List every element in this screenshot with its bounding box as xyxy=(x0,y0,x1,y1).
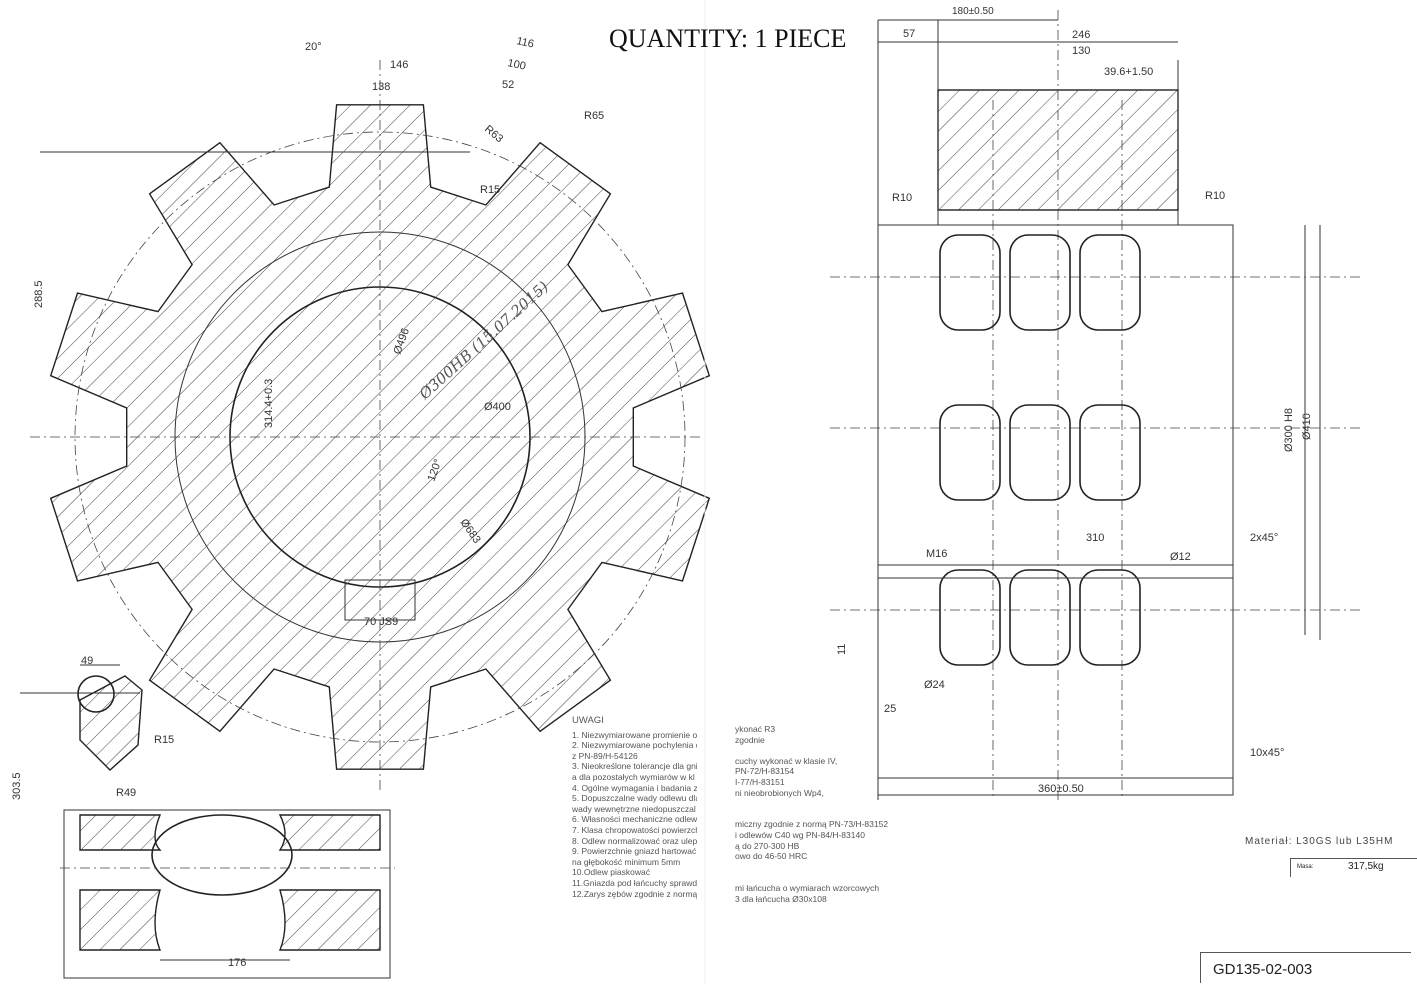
dim-label: 310 xyxy=(1086,532,1104,544)
note-line: 11.Gniazda pod łańcuchy sprawdza xyxy=(572,877,697,888)
note-line: na głębokość minimum 5mm xyxy=(572,856,681,867)
note-line: 7. Klasa chropowatości powierzchn xyxy=(572,824,697,835)
drawing-number: GD135-02-003 xyxy=(1213,961,1313,978)
note-line: 5. Dopuszczalne wady odlewu dla p xyxy=(572,793,697,804)
dim-label: R10 xyxy=(892,192,912,204)
notes-heading: UWAGI xyxy=(572,716,604,726)
note-line: 8. Odlew normalizować oraz ulepsz xyxy=(572,835,697,846)
note-line: ykonać R3 xyxy=(735,724,776,734)
dim-label: 70 JS9 xyxy=(364,616,398,628)
drawing-number-cell: GD135-02-003 xyxy=(1200,952,1411,983)
chain-pocket xyxy=(939,234,1001,331)
quantity-heading: QUANTITY: 1 PIECE xyxy=(609,24,847,53)
dim-label: 360±0.50 xyxy=(1038,783,1084,795)
mass-cell: Masa: 317,5kg xyxy=(1290,858,1417,877)
note-line: zgodnie xyxy=(735,734,765,745)
note-line: 12.Zarys zębów zgodnie z normą P xyxy=(572,888,697,899)
note-line xyxy=(735,862,888,873)
dim-label: 10x45° xyxy=(1250,747,1284,759)
side-view-dimensions: 180±0.50 57 246 130 39.6+1.50 R10 R10 Ø3… xyxy=(836,6,1313,795)
dim-label: 314.4+0.3 xyxy=(263,379,275,428)
note-line: 2. Niezwymiarowane pochylenia co xyxy=(572,740,697,751)
note-line: z PN-89/H-54126 xyxy=(572,750,638,761)
dim-label: 146 xyxy=(390,59,408,71)
sprocket-side-view xyxy=(830,10,1360,800)
dim-label: M16 xyxy=(926,548,947,560)
dim-label: 288.5 xyxy=(33,280,45,308)
note-line: ą do 270-300 HB xyxy=(735,840,800,851)
dim-label: 52 xyxy=(502,79,514,91)
note-line: 10.Odlew piaskować xyxy=(572,867,650,878)
dim-label: 2x45° xyxy=(1250,532,1278,544)
dim-label: R49 xyxy=(116,787,136,799)
dim-label: R15 xyxy=(154,734,174,746)
note-line: cuchy wykonać w klasie IV, xyxy=(735,755,838,766)
chain-pocket xyxy=(1079,234,1141,331)
dim-label: 11 xyxy=(836,644,848,655)
dim-label: R10 xyxy=(1205,190,1225,202)
note-line xyxy=(735,872,888,883)
dim-label: 130 xyxy=(1072,45,1090,57)
chain-pocket xyxy=(939,404,1001,501)
material-label: Materiał: L30GS lub L35HM xyxy=(1245,836,1394,847)
note-line: 1. Niezwymiarowane promienie od xyxy=(572,729,697,740)
dim-label: Ø410 xyxy=(1301,413,1313,440)
dim-label: R15 xyxy=(480,184,500,196)
dim-label: 116 xyxy=(515,35,535,50)
chain-pocket xyxy=(1079,404,1141,501)
dim-label: 180±0.50 xyxy=(952,6,994,17)
chain-pocket xyxy=(1009,234,1071,331)
dim-label: 138 xyxy=(372,81,390,93)
note-line: miczny zgodnie z normą PN-73/H-83152 xyxy=(735,819,889,830)
chain-pocket xyxy=(1009,569,1071,666)
dim-label: R63 xyxy=(482,123,505,145)
note-line: owo do 46-50 HRC xyxy=(735,851,808,862)
sprocket-front-view xyxy=(30,60,711,790)
note-line: 9. Powierzchnie gniazd hartować p xyxy=(572,846,697,857)
note-line: mi łańcucha o wymiarach wzorcowych xyxy=(735,882,880,893)
chain-pocket xyxy=(1009,404,1071,501)
sprocket-section-view xyxy=(60,809,395,979)
dim-label: 100 xyxy=(506,57,526,73)
dim-label: 39.6+1.50 xyxy=(1104,66,1153,78)
dim-label: 246 xyxy=(1072,29,1090,41)
note-line: 6. Własności mechaniczne odlewu xyxy=(572,814,697,825)
dim-label: 176 xyxy=(228,957,246,969)
note-line: PN-72/H-83154 xyxy=(735,766,795,777)
dim-label: 25 xyxy=(884,703,896,715)
note-line: a dla pozostałych wymiarów w kl xyxy=(572,771,695,782)
mass-value: 317,5kg xyxy=(1348,861,1384,872)
note-line: 3. Nieokreślone tolerancje dla gnia xyxy=(572,761,697,772)
dim-label: 49 xyxy=(81,655,93,667)
note-line xyxy=(735,798,888,809)
note-line: 3 dla łańcucha Ø30x108 xyxy=(735,893,827,904)
dim-label: 303.5 xyxy=(11,772,23,800)
note-line xyxy=(735,745,888,756)
note-line: 4. Ogólne wymagania i badania zgo xyxy=(572,782,697,793)
note-line: i odlewów C40 wg PN-84/H-83140 xyxy=(735,829,865,840)
note-line xyxy=(735,809,888,820)
tooth-detail xyxy=(20,664,143,771)
note-line: ni nieobrobionych Wp4, xyxy=(735,787,824,798)
note-line: I-77/H-83151 xyxy=(735,776,785,787)
chain-pocket xyxy=(939,569,1001,666)
keyway xyxy=(344,579,416,621)
dim-label: R65 xyxy=(584,110,604,122)
dim-label: 57 xyxy=(903,28,915,40)
dim-label: Ø300 H8 xyxy=(1283,408,1295,452)
mass-label: Masa: xyxy=(1297,864,1314,870)
dim-label: Ø400 xyxy=(484,401,511,413)
chain-pocket xyxy=(1079,569,1141,666)
dim-label: 20° xyxy=(305,41,322,53)
note-line: wady wewnętrzne niedopuszczal xyxy=(572,803,696,814)
dim-label: Ø24 xyxy=(924,679,945,691)
dim-label: Ø12 xyxy=(1170,551,1191,563)
